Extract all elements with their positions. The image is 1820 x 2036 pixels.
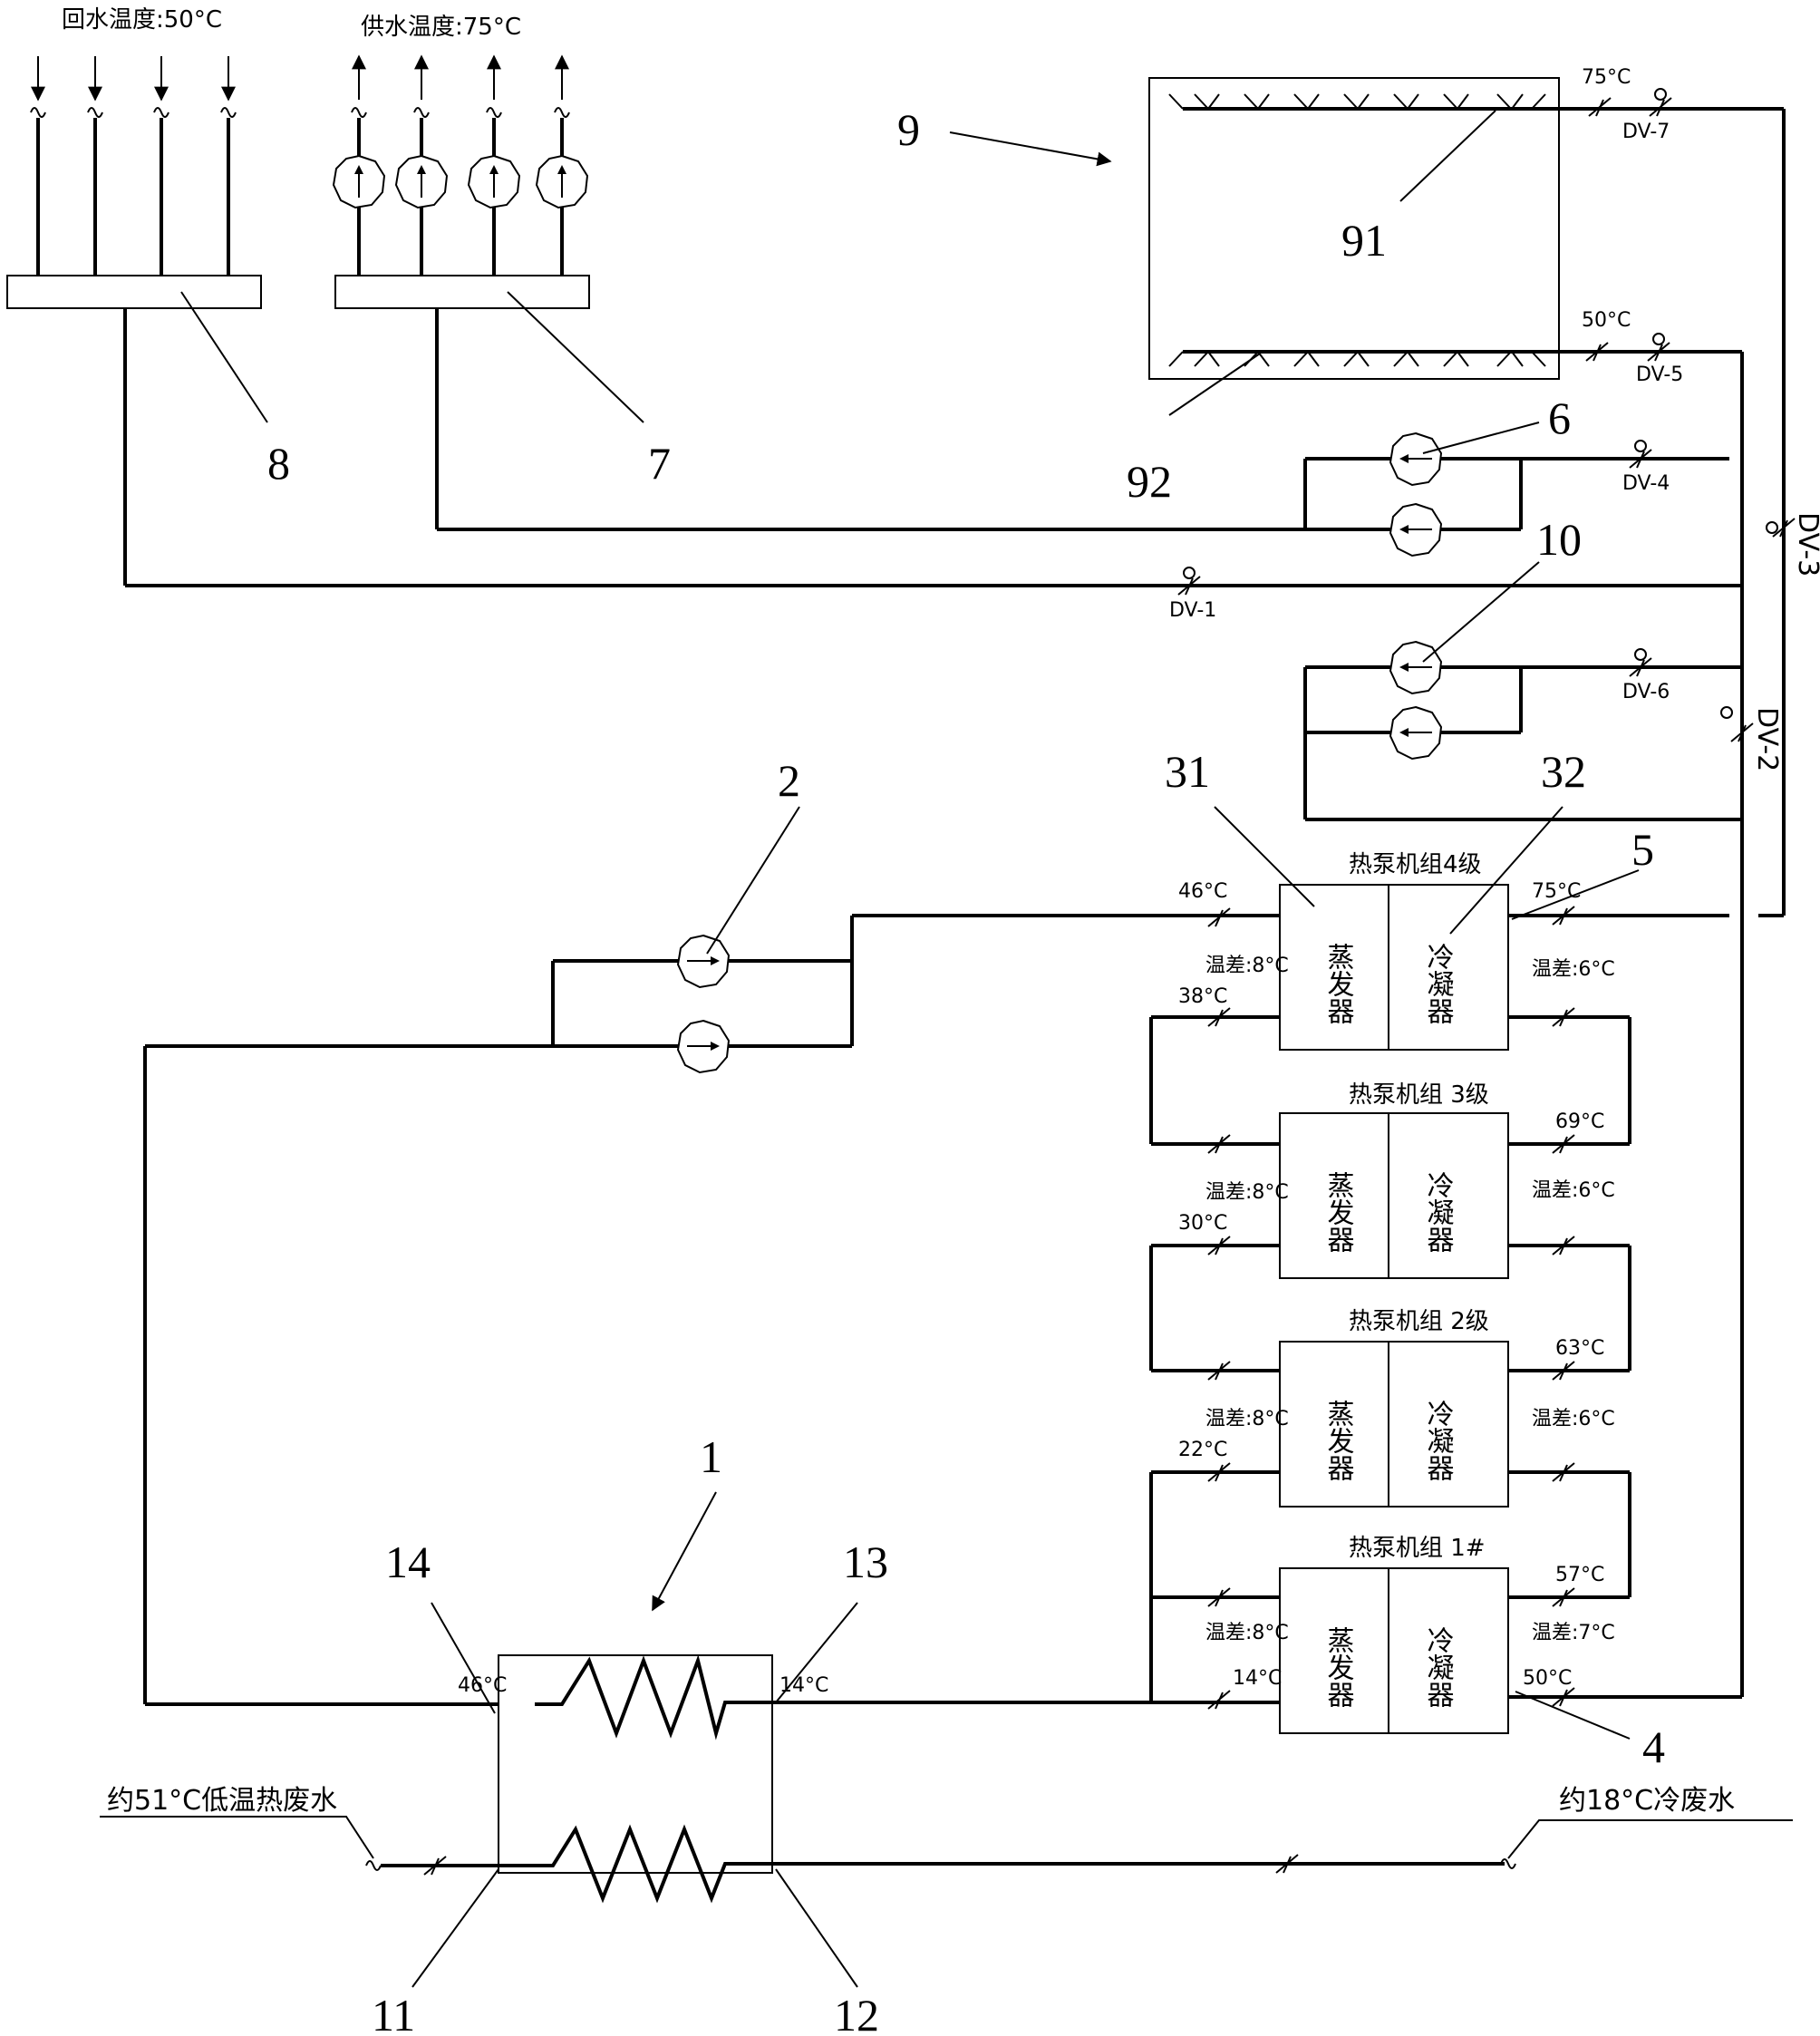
unit4-outlet-temp: 75°C bbox=[1532, 880, 1581, 903]
label-14: 14 bbox=[385, 1537, 431, 1587]
unit4-evap-in-temp: 38°C bbox=[1178, 985, 1227, 1008]
heat-pump-unit-4: 热泵机组4级 蒸发器 冷凝器 bbox=[1279, 851, 1509, 1051]
condenser-series-piping bbox=[1508, 906, 1631, 1707]
unit3-evap-diff: 温差:8°C bbox=[1205, 1181, 1289, 1204]
tank-bottom-temp: 50°C bbox=[1582, 309, 1631, 332]
pump-6a-icon bbox=[1389, 432, 1442, 486]
unit4-condenser: 冷凝器 bbox=[1422, 943, 1455, 1024]
unit2-evap-in-temp: 22°C bbox=[1178, 1439, 1227, 1461]
pump-group-10 bbox=[1303, 641, 1742, 821]
heat-exchanger bbox=[498, 1654, 773, 1904]
unit2-outlet-temp: 63°C bbox=[1555, 1337, 1604, 1360]
supply-pump-icon bbox=[395, 155, 448, 208]
hx-hot-out-temp: 46°C bbox=[458, 1674, 507, 1697]
valve-dv3-label: DV-3 bbox=[1792, 512, 1820, 577]
label-10: 10 bbox=[1536, 514, 1582, 565]
unit1-evaporator: 蒸发器 bbox=[1322, 1626, 1355, 1708]
unit2-condenser: 冷凝器 bbox=[1422, 1400, 1455, 1481]
label-8: 8 bbox=[267, 438, 290, 489]
pump-group-6 bbox=[1303, 432, 1729, 557]
unit4-cond-diff: 温差:6°C bbox=[1532, 958, 1615, 981]
label-6: 6 bbox=[1548, 393, 1571, 443]
label-4: 4 bbox=[1642, 1721, 1665, 1772]
unit1-cond-in-temp: 50°C bbox=[1523, 1667, 1572, 1690]
pump-6b-icon bbox=[1389, 503, 1442, 557]
tank-top-temp: 75°C bbox=[1582, 66, 1631, 89]
label-2: 2 bbox=[778, 755, 800, 806]
heat-pump-unit-1: 热泵机组 1# 蒸发器 冷凝器 bbox=[1279, 1535, 1509, 1734]
return-temp-label: 回水温度:50°C bbox=[62, 6, 222, 34]
unit1-outlet-temp: 57°C bbox=[1555, 1564, 1604, 1586]
heat-pump-unit-3: 热泵机组 3级 蒸发器 冷凝器 bbox=[1279, 1081, 1509, 1279]
supply-pump-icon bbox=[468, 155, 520, 208]
unit1-cond-diff: 温差:7°C bbox=[1532, 1622, 1615, 1644]
valve-dv5-label: DV-5 bbox=[1636, 364, 1683, 386]
pump-2b-icon bbox=[677, 1020, 730, 1073]
valve-dv2-label: DV-2 bbox=[1751, 707, 1783, 771]
unit1-title: 热泵机组 1# bbox=[1349, 1535, 1486, 1562]
unit2-evaporator: 蒸发器 bbox=[1322, 1400, 1355, 1481]
supply-pump-icon bbox=[536, 155, 588, 208]
label-91: 91 bbox=[1341, 215, 1387, 266]
valve-dv7-label: DV-7 bbox=[1622, 121, 1670, 143]
unit1-evap-diff: 温差:8°C bbox=[1205, 1622, 1289, 1644]
pump-10a-icon bbox=[1389, 641, 1442, 694]
evaporator-series-piping bbox=[1149, 907, 1280, 1710]
unit3-title: 热泵机组 3级 bbox=[1349, 1081, 1489, 1109]
unit3-cond-diff: 温差:6°C bbox=[1532, 1179, 1615, 1202]
unit2-cond-diff: 温差:6°C bbox=[1532, 1408, 1615, 1430]
unit4-inlet-temp: 46°C bbox=[1178, 880, 1227, 903]
pump-2a-icon bbox=[677, 935, 730, 988]
unit2-title: 热泵机组 2级 bbox=[1349, 1308, 1489, 1335]
hx-cold-out-temp: 14°C bbox=[779, 1674, 828, 1697]
label-9: 9 bbox=[897, 104, 920, 155]
unit1-evap-in-temp: 14°C bbox=[1233, 1667, 1282, 1690]
storage-tank bbox=[1148, 77, 1591, 380]
unit2-evap-diff: 温差:8°C bbox=[1205, 1408, 1289, 1430]
label-31: 31 bbox=[1165, 746, 1210, 797]
unit4-title: 热泵机组4级 bbox=[1349, 851, 1482, 878]
unit3-evaporator: 蒸发器 bbox=[1322, 1171, 1355, 1253]
label-92: 92 bbox=[1127, 456, 1172, 507]
label-12: 12 bbox=[834, 1990, 879, 2036]
valve-dv1-label: DV-1 bbox=[1169, 599, 1216, 622]
unit1-condenser: 冷凝器 bbox=[1422, 1626, 1455, 1708]
valve-dv6-label: DV-6 bbox=[1622, 681, 1670, 703]
supply-manifold bbox=[333, 54, 590, 309]
pump-10b-icon bbox=[1389, 706, 1442, 760]
pump-group-2 bbox=[143, 914, 1280, 1706]
unit3-condenser: 冷凝器 bbox=[1422, 1171, 1455, 1253]
unit4-evaporator: 蒸发器 bbox=[1322, 943, 1355, 1024]
supply-temp-label: 供水温度:75°C bbox=[361, 14, 521, 41]
label-5: 5 bbox=[1631, 824, 1654, 875]
supply-pump-icon bbox=[333, 155, 385, 208]
label-11: 11 bbox=[372, 1990, 415, 2036]
unit3-evap-in-temp: 30°C bbox=[1178, 1212, 1227, 1235]
label-7: 7 bbox=[648, 438, 671, 489]
label-13: 13 bbox=[843, 1537, 888, 1587]
valve-dv4-label: DV-4 bbox=[1622, 472, 1670, 495]
cold-waste-label: 约18°C冷废水 bbox=[1559, 1785, 1735, 1817]
label-1: 1 bbox=[700, 1431, 722, 1482]
return-manifold bbox=[6, 56, 262, 309]
unit4-evap-diff: 温差:8°C bbox=[1205, 955, 1289, 977]
label-32: 32 bbox=[1541, 746, 1586, 797]
heat-pump-unit-2: 热泵机组 2级 蒸发器 冷凝器 bbox=[1279, 1308, 1509, 1508]
hot-waste-label: 约51°C低温热废水 bbox=[107, 1785, 337, 1817]
unit3-outlet-temp: 69°C bbox=[1555, 1110, 1604, 1133]
